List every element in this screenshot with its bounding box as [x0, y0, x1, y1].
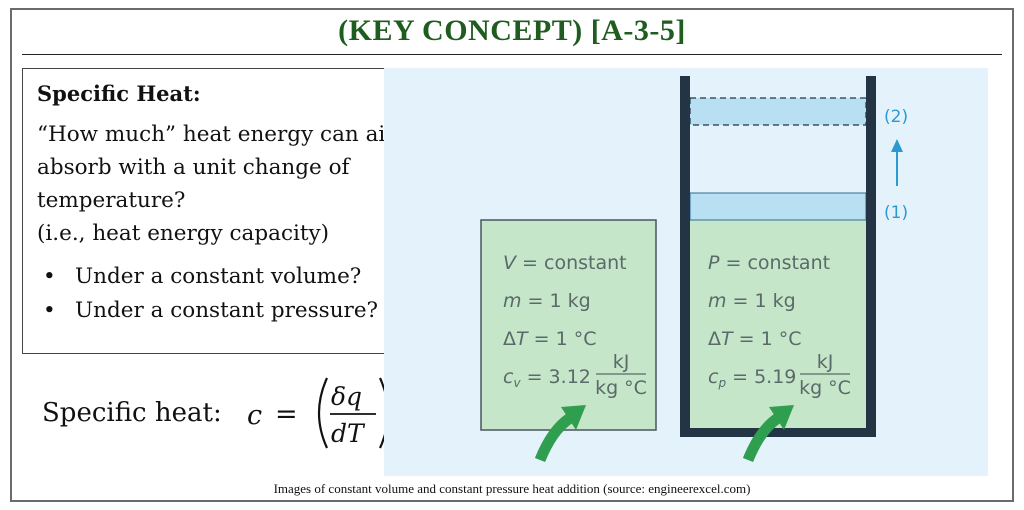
left-paren [317, 377, 329, 449]
heat-arrow-cp-shaft [742, 413, 782, 463]
formula-symbol: c [247, 400, 262, 431]
cylinder-wall-right [866, 76, 876, 436]
cp-unit-numerator: kJ [817, 351, 834, 373]
image-caption: Images of constant volume and constant p… [273, 481, 751, 496]
heat-arrow-cv-icon [561, 405, 586, 430]
slide-frame [10, 8, 1014, 502]
slide-title: (KEY CONCEPT) [A-3-5] [338, 14, 686, 47]
concept-body-line: (i.e., heat energy capacity) [37, 221, 330, 246]
formula-math: c = δq dT [247, 377, 390, 449]
cv-volume-line: V = constant [503, 252, 627, 274]
concept-body-line: “How much” heat energy can air [37, 122, 396, 147]
constant-volume-box [480, 219, 657, 431]
concept-bullet-list: Under a constant volume? Under a constan… [37, 260, 451, 328]
piston-raised-outline [689, 97, 867, 126]
cp-unit-denominator: kg °C [799, 377, 851, 399]
cp-mass-line: m = 1 kg [708, 290, 796, 312]
formula-equals: = [275, 399, 298, 430]
concept-body: “How much” heat energy can air absorb wi… [37, 118, 451, 250]
cylinder-base [680, 428, 876, 437]
formula-denominator: dT [331, 419, 366, 448]
heat-arrow-cp-icon [769, 405, 794, 430]
heat-arrow-cv-shaft [534, 413, 574, 463]
cp-pressure-line: P = constant [708, 252, 830, 274]
cv-unit-numerator: kJ [613, 351, 630, 373]
formula-label: Specific heat: [42, 398, 222, 428]
cv-specific-heat-line: cv = 3.12 [503, 366, 591, 390]
concept-body-line: temperature? [37, 188, 186, 213]
formula-numerator: δq [331, 382, 362, 411]
concept-body-line: absorb with a unit change of [37, 155, 350, 180]
piston-label-raised: (2) [884, 107, 908, 127]
piston-initial [689, 192, 867, 221]
specific-heat-formula: Specific heat: c = δq dT [42, 372, 402, 454]
title-divider [22, 54, 1002, 55]
concept-heading: Specific Heat: [37, 81, 201, 106]
concept-box: Specific Heat: “How much” heat energy ca… [22, 68, 452, 354]
bullet-constant-pressure: Under a constant pressure? [37, 294, 451, 328]
piston-label-initial: (1) [884, 203, 908, 223]
cylinder-wall-left [680, 76, 690, 436]
bullet-constant-volume: Under a constant volume? [37, 260, 451, 294]
cv-delta-t-line: ΔT = 1 °C [503, 328, 597, 350]
cylinder-gas [686, 220, 866, 431]
cv-mass-line: m = 1 kg [503, 290, 591, 312]
cp-specific-heat-line: cp = 5.19 [708, 366, 796, 390]
cv-unit-denominator: kg °C [595, 377, 647, 399]
piston-rise-arrow-icon [891, 139, 903, 152]
cp-delta-t-line: ΔT = 1 °C [708, 328, 802, 350]
